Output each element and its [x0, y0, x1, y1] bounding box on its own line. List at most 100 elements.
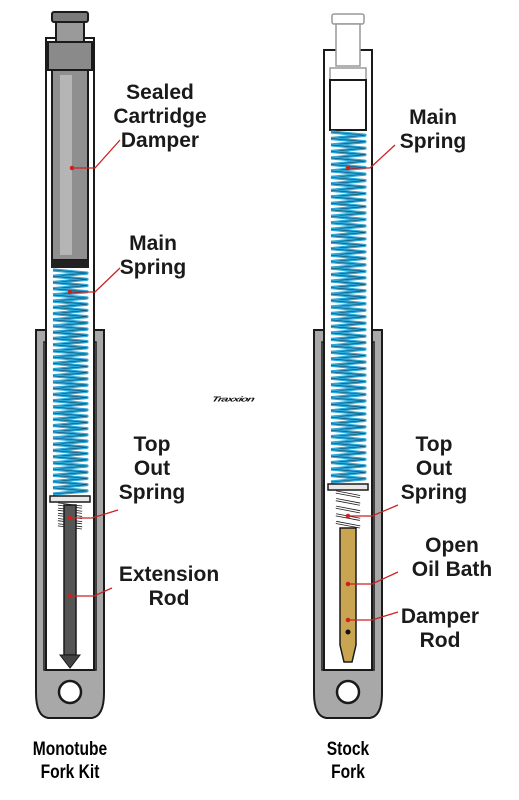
right-main-spring-coil-outline [330, 267, 366, 275]
leader-right-topout [348, 504, 399, 517]
extension-rod [63, 504, 77, 656]
left-main-spring-coil-outline [52, 275, 88, 283]
left-main-spring-coil-outline [52, 400, 88, 408]
label-right-top-out-spring: Top Out Spring [400, 433, 468, 504]
right-main-spring-coil-outline [330, 306, 366, 314]
right-main-spring-coil-outline [330, 287, 366, 295]
leader-right-main-spring [348, 144, 396, 169]
left-main-spring-coil-outline [52, 462, 88, 470]
right-main-spring-coil-outline [330, 319, 366, 327]
left-main-spring-coil-outline [52, 319, 88, 327]
left-main-spring-coil-outline [52, 406, 88, 414]
leader-left-topout [70, 509, 119, 519]
right-main-spring-coil-outline [330, 352, 366, 360]
right-main-spring-coil-outline [330, 228, 366, 237]
left-main-spring-coil-outline [52, 350, 88, 358]
left-main-spring-coil-outline [52, 313, 88, 321]
right-topout-spring-coil-highlight [335, 491, 361, 498]
left-main-spring-coil-outline [52, 331, 88, 339]
right-main-spring-coil-outline [330, 384, 366, 392]
right-main-spring-coil-outline [330, 183, 366, 191]
right-top-cap [331, 13, 365, 25]
right-main-spring-coil-outline [330, 157, 366, 165]
left-main-spring-coil-outline [52, 487, 88, 495]
right-main-spring-coil-outline [330, 403, 366, 412]
caption-stock-fork: Stock Fork [326, 739, 370, 783]
right-main-spring-coil-outline [330, 442, 366, 450]
left-main-spring-coil-outline [52, 431, 88, 439]
right-main-spring-coil-outline [330, 222, 366, 230]
left-main-spring-coil-outline [52, 412, 88, 420]
left-main-spring [52, 268, 89, 496]
right-main-spring-coil-outline [330, 248, 366, 256]
left-main-spring-coil-outline [52, 269, 88, 277]
right-main-spring-coil-outline [330, 144, 366, 152]
right-main-spring-coil-outline [330, 151, 366, 159]
left-main-spring-coil-outline [52, 456, 88, 464]
left-main-spring-coil-outline [52, 468, 88, 476]
right-main-spring-coil-outline [330, 261, 366, 269]
right-main-spring-coil-outline [330, 274, 366, 282]
right-main-spring-coil-outline [330, 332, 366, 340]
left-main-spring-coil-outline [52, 419, 88, 426]
left-main-spring-coil-outline [52, 282, 88, 289]
right-main-spring-coil-outline [330, 390, 366, 399]
right-main-spring-coil-outline [330, 241, 366, 249]
right-main-spring-coil-outline [330, 455, 366, 463]
leader-damper-rod [348, 611, 399, 621]
label-left-top-out-spring: Top Out Spring [118, 433, 186, 504]
leader-lines [67, 139, 399, 623]
caption-monotube-fork-kit: Monotube Fork Kit [32, 739, 108, 783]
right-topout-spring-coil-highlight [335, 498, 361, 505]
right-main-spring [330, 130, 367, 484]
left-main-spring-coil-outline [52, 481, 88, 489]
right-main-spring-coil-outline [330, 339, 366, 347]
left-main-spring-coil-outline [52, 338, 88, 345]
right-main-spring-coil-outline [330, 468, 366, 476]
left-axle-hole [57, 679, 83, 705]
left-main-spring-coil-outline [52, 307, 88, 314]
right-main-spring-coil-outline [330, 280, 366, 288]
left-main-spring-coil-outline [52, 363, 88, 370]
label-sealed-cartridge-damper: Sealed Cartridge Damper [113, 81, 207, 152]
left-main-spring-coil-outline [52, 325, 88, 333]
right-main-spring-coil-outline [330, 429, 366, 437]
label-damper-rod: Damper Rod [400, 605, 480, 652]
leader-cartridge [72, 139, 121, 169]
leader-oil-bath [348, 571, 399, 585]
left-main-spring-coil-outline [52, 344, 88, 352]
right-main-spring-coil-outline [330, 345, 366, 353]
right-main-spring-coil-outline [330, 170, 366, 178]
right-main-spring-coil-outline [330, 313, 366, 321]
right-main-spring-coil-outline [330, 202, 366, 211]
right-main-spring-coil-outline [330, 358, 366, 366]
right-main-spring-coil-outline [330, 475, 366, 483]
right-main-spring-coil-outline [330, 196, 366, 204]
right-main-spring-coil-outline [330, 190, 366, 198]
left-main-spring-coil-outline [52, 375, 88, 383]
left-main-spring-coil-outline [52, 425, 88, 433]
right-main-spring-coil-outline [330, 423, 366, 431]
right-topout-spring-coil-highlight [335, 506, 361, 513]
left-main-spring-coil-outline [52, 450, 88, 457]
leader-extension-rod [70, 587, 113, 597]
left-main-spring-coil-outline [52, 437, 88, 445]
label-left-main-spring: Main Spring [119, 232, 187, 279]
right-main-spring-coil-outline [330, 326, 366, 334]
left-main-spring-coil-outline [52, 387, 88, 395]
right-fork [313, 13, 383, 719]
right-main-spring-coil-outline [330, 397, 366, 405]
damper-rod [339, 527, 357, 663]
left-main-spring-coil-outline [52, 300, 88, 308]
right-main-spring-coil-outline [330, 436, 366, 444]
left-main-spring-coil-outline [52, 294, 88, 302]
right-main-spring-coil-outline [330, 365, 366, 373]
label-open-oil-bath: Open Oil Bath [411, 534, 493, 581]
left-main-spring-coil-outline [52, 381, 88, 389]
right-topout-spring [335, 490, 361, 529]
right-main-spring-coil-outline [330, 371, 366, 379]
right-topout-spring-coil-highlight [335, 521, 361, 528]
right-axle-hole [335, 679, 361, 705]
label-extension-rod: Extension Rod [118, 563, 220, 610]
